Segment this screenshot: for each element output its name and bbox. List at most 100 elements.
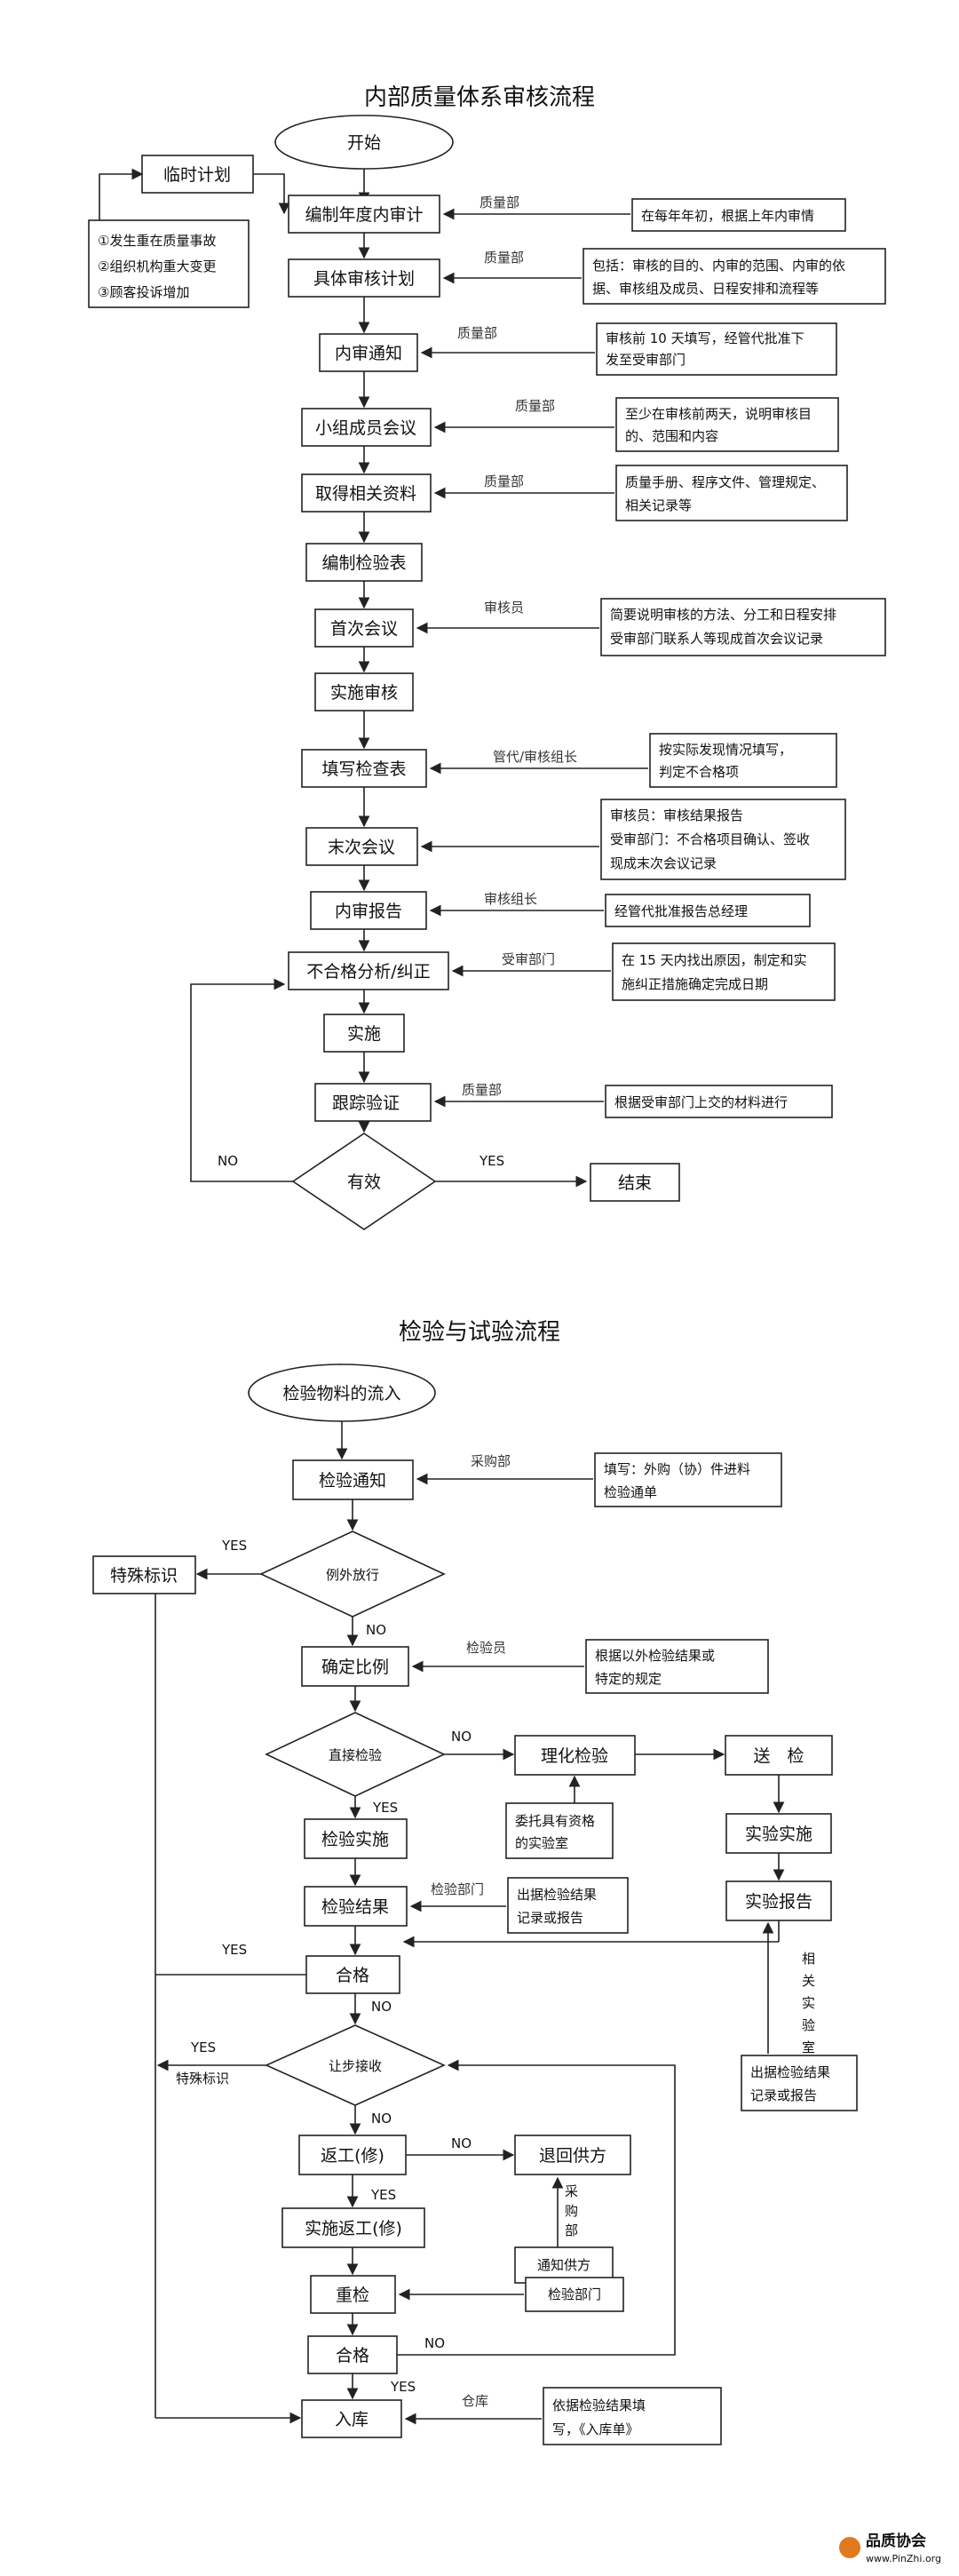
audit-note-text: 经管代批准报告总经理 — [614, 903, 748, 919]
temp-reason: ①发生重在质量事故 — [98, 233, 216, 249]
confirm-ratio-label: 确定比例 — [321, 1658, 389, 1677]
rework-box — [298, 2135, 407, 2175]
temp-plan-box — [141, 155, 254, 194]
audit-note-text: 受审部门：不合格项目确认、签收 — [610, 831, 810, 847]
lab-vertical-char: 室 — [802, 2039, 815, 2055]
lab-note2-text: 出据检验结果 — [750, 2064, 830, 2080]
warehouse-in-box — [301, 2399, 402, 2438]
audit-step-label: 编制年度内审计 — [305, 205, 423, 225]
ratio-note-box — [585, 1639, 769, 1694]
lab-report-label: 实验报告 — [745, 1892, 812, 1912]
audit-step-box — [314, 672, 414, 712]
temp-plan-connector — [253, 173, 290, 215]
watermark-logo: 品质协会 www.PinZhi.org — [839, 2532, 941, 2564]
role-label: 检验员 — [466, 1640, 506, 1656]
do-rework-label: 实施返工(修) — [305, 2219, 402, 2238]
audit-step-label: 小组成员会议 — [315, 418, 416, 438]
qualified-no-label: NO — [371, 1999, 392, 2015]
lab-vertical-char: 关 — [802, 1973, 815, 1989]
audit-step-box — [323, 1014, 405, 1053]
warehouse-note-text: 依据检验结果填 — [552, 2397, 646, 2413]
audit-step-box — [288, 951, 449, 990]
send-check-box — [725, 1735, 833, 1776]
audit-step-box — [305, 543, 423, 582]
audit-step-label: 具体审核计划 — [313, 269, 415, 289]
warehouse-note-box — [543, 2387, 722, 2445]
audit-step-label: 首次会议 — [330, 619, 398, 639]
audit-step-label: 填写检查表 — [321, 759, 406, 779]
physchem-label: 理化检验 — [541, 1746, 608, 1766]
audit-note-text: 审核前 10 天填写，经管代批准下 — [606, 330, 804, 346]
special-mark-label: 特殊标识 — [110, 1566, 178, 1586]
role-label: 检验部门 — [431, 1881, 484, 1897]
audit-note-text: 至少在审核前两天，说明审核目 — [625, 406, 812, 422]
audit-note-box — [583, 248, 886, 305]
audit-step-label: 取得相关资料 — [315, 484, 416, 504]
audit-no-loop — [190, 978, 293, 1182]
audit-end-box — [590, 1163, 680, 1202]
qualified2-box — [307, 2335, 398, 2374]
audit-decision-label: 有效 — [347, 1173, 381, 1192]
audit-decision-diamond — [291, 1133, 437, 1230]
purchase-vertical-char: 采 — [565, 2183, 578, 2199]
audit-note-box — [612, 942, 836, 1001]
notify-supplier-label: 通知供方 — [537, 2257, 590, 2273]
special-mark2-label: 特殊标识 — [176, 2071, 229, 2087]
role-label: 采购部 — [471, 1453, 511, 1469]
audit-step-box — [314, 608, 414, 648]
warehouse-note-text: 写，《入库单》 — [552, 2421, 639, 2437]
lab-vertical-char: 验 — [802, 2017, 815, 2033]
audit-step-box — [310, 891, 427, 930]
audit-note-text: 质量手册、程序文件、管理规定、 — [625, 474, 825, 490]
qualified2-yes-label: YES — [390, 2379, 416, 2395]
audit-end-label: 结束 — [618, 1173, 652, 1193]
audit-note-text: 按实际发现情况填写， — [659, 742, 792, 758]
rework-yes-label: YES — [370, 2187, 396, 2203]
audit-step-label: 不合格分析/纠正 — [306, 962, 430, 982]
audit-step-label: 末次会议 — [328, 838, 395, 857]
audit-note-text: 发至受审部门 — [606, 352, 686, 368]
ratio-note-text: 根据以外检验结果或 — [595, 1648, 715, 1664]
audit-note-box — [615, 397, 839, 452]
rework-label: 返工(修) — [321, 2146, 384, 2166]
return-supplier-box — [514, 2135, 631, 2175]
warehouse-role-label: 仓库 — [462, 2393, 488, 2409]
audit-step-box — [301, 408, 432, 447]
send-check-label: 送 检 — [753, 1746, 804, 1766]
audit-note-box — [596, 322, 837, 376]
role-label: 受审部门 — [502, 951, 555, 967]
lab-note-box — [505, 1802, 614, 1859]
result-note-box — [507, 1877, 629, 1934]
recheck-dept-box — [525, 2277, 624, 2312]
lab-note2-box — [741, 2055, 858, 2111]
role-label: 管代/审核组长 — [493, 749, 577, 765]
qualified2-no-label: NO — [424, 2335, 445, 2351]
inspection-title: 检验与试验流程 — [399, 1319, 560, 1346]
temp-reasons-connector — [99, 168, 144, 220]
audit-step-box — [288, 195, 440, 234]
audit-step-box — [288, 258, 440, 298]
lab-report-box — [725, 1880, 832, 1921]
notify-note-box — [594, 1452, 782, 1507]
role-label: 质量部 — [457, 325, 497, 341]
temp-reason: ②组织机构重大变更 — [98, 258, 216, 274]
lab-vertical-char: 实 — [802, 1995, 815, 2011]
role-label: 审核员 — [484, 600, 524, 616]
lab-note-text: 委托具有资格 — [515, 1813, 595, 1829]
qualified-label: 合格 — [336, 1966, 369, 1985]
audit-step-label: 内审通知 — [335, 344, 402, 363]
role-label: 质量部 — [484, 473, 524, 489]
do-experiment-label: 实验实施 — [745, 1825, 812, 1844]
confirm-ratio-box — [301, 1646, 409, 1687]
direct-check-no-label: NO — [451, 1729, 472, 1745]
exception-no-label: NO — [366, 1622, 386, 1638]
inspect-result-label: 检验结果 — [321, 1897, 389, 1917]
recheck-box — [310, 2275, 396, 2314]
watermark-name: 品质协会 — [866, 2532, 926, 2550]
role-label: 审核组长 — [484, 891, 537, 907]
warehouse-in-label: 入库 — [335, 2410, 369, 2429]
inspect-result-box — [304, 1886, 408, 1927]
inspection-start-label: 检验物料的流入 — [282, 1384, 400, 1403]
audit-step-label: 跟踪验证 — [332, 1093, 400, 1113]
